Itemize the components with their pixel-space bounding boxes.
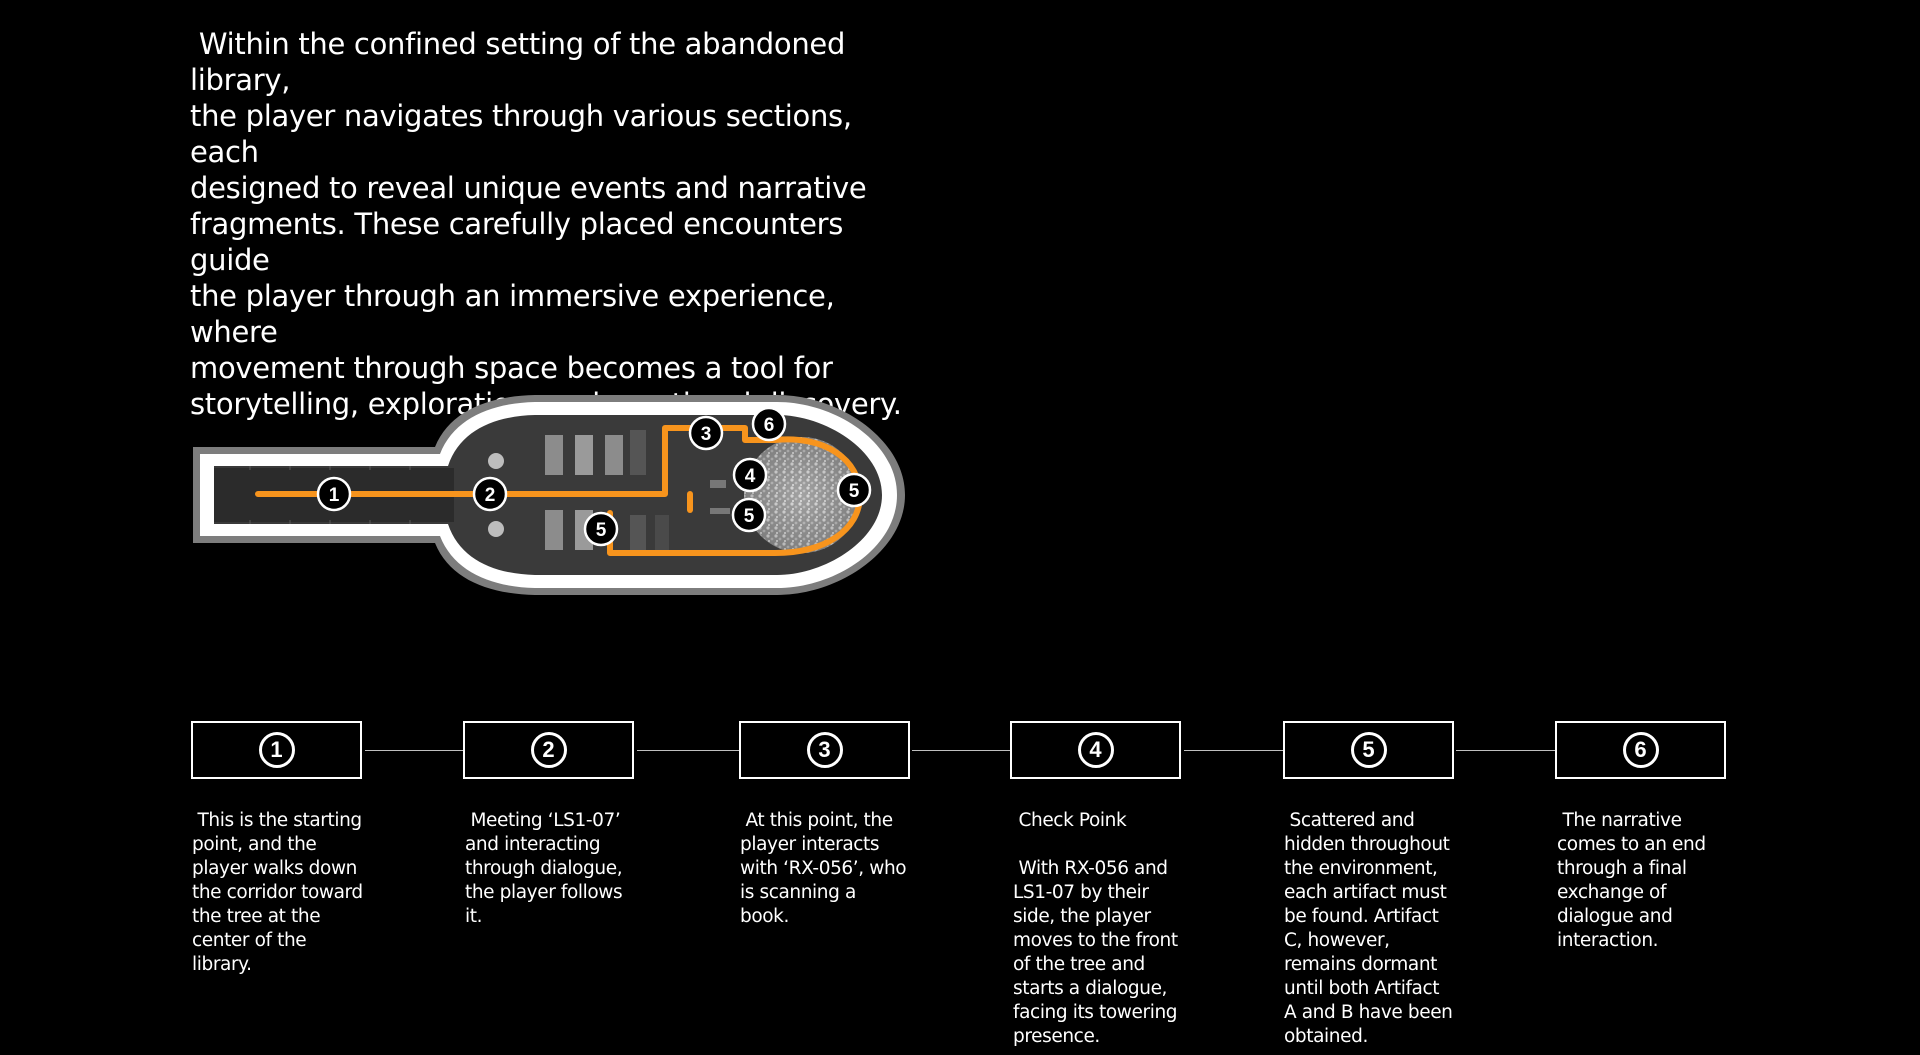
svg-text:5: 5 [596,520,607,541]
map-markers: 1 2 3 4 5 6 5 5 [316,406,872,547]
svg-text:2: 2 [485,485,496,506]
svg-text:6: 6 [764,415,775,436]
step-description-4: Check Poink With RX-056 and LS1-07 by th… [1013,810,1178,1047]
step-number-2: 2 [530,732,567,768]
svg-text:5: 5 [744,506,755,527]
step-box-1: 1 [191,721,362,779]
map-marker-2: 2 [472,476,508,512]
timeline-connector [365,750,463,751]
step-description-2: Meeting ‘LS1-07’ and interacting through… [465,810,623,927]
step-description-1: This is the starting point, and the play… [192,810,363,975]
step-number-1: 1 [258,732,295,768]
timeline-connector [912,750,1010,751]
timeline-connector [637,750,739,751]
map-marker-3: 3 [688,415,724,451]
step-box-6: 6 [1555,721,1726,779]
intro-paragraph: Within the confined setting of the aband… [190,27,902,421]
step-description-5: Scattered and hidden throughout the envi… [1284,810,1453,1047]
map-marker-5-top: 6 [751,406,787,442]
step-number-3: 3 [806,732,843,768]
step-box-3: 3 [739,721,910,779]
svg-text:1: 1 [329,485,340,506]
map-marker-5-left: 5 [583,511,619,547]
map-marker-4: 4 [732,457,768,493]
step-box-5: 5 [1283,721,1454,779]
step-description-3: At this point, the player interacts with… [740,810,907,927]
step-description-6: The narrative comes to an end through a … [1557,810,1706,951]
map-marker-1: 1 [316,476,352,512]
library-floor-plan: 1 2 3 4 5 6 5 5 [190,390,910,600]
svg-text:4: 4 [745,466,756,487]
step-box-2: 2 [463,721,634,779]
map-marker-5-right: 5 [836,472,872,508]
step-number-6: 6 [1622,732,1659,768]
svg-text:3: 3 [701,424,712,445]
timeline-connector [1456,750,1555,751]
step-box-4: 4 [1010,721,1181,779]
map-marker-6: 5 [731,497,767,533]
step-number-4: 4 [1077,732,1114,768]
svg-text:5: 5 [849,481,860,502]
timeline-connector [1184,750,1283,751]
step-number-5: 5 [1350,732,1387,768]
